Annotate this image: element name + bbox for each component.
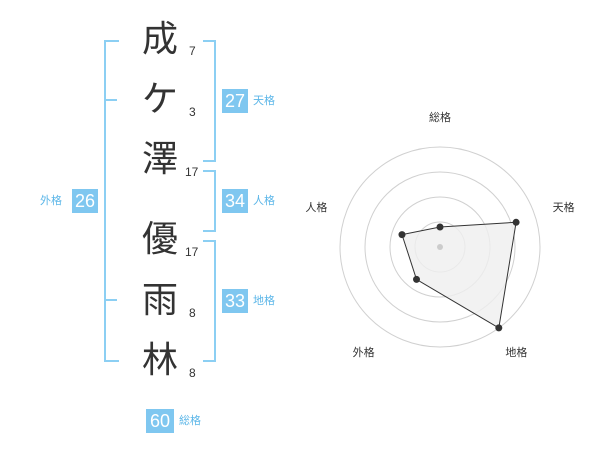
stroke-count-3: 17 bbox=[185, 165, 199, 179]
tenkaku-value: 27 bbox=[222, 89, 248, 113]
gaikaku-bracket bbox=[104, 40, 119, 362]
gaikaku-value: 26 bbox=[72, 189, 98, 213]
radar-center-point bbox=[437, 244, 443, 250]
radar-point-2 bbox=[512, 218, 520, 226]
chikaku-label: 地格 bbox=[253, 294, 275, 307]
jinkaku-label: 人格 bbox=[253, 194, 275, 207]
bracket-tick bbox=[104, 299, 117, 301]
tenkaku-bracket bbox=[203, 40, 216, 162]
stroke-count-1: 7 bbox=[189, 44, 196, 58]
radar-grid-ring bbox=[364, 171, 516, 323]
tenkaku-label: 天格 bbox=[253, 94, 275, 107]
bracket-tick bbox=[104, 99, 117, 101]
stroke-count-2: 3 bbox=[189, 105, 196, 119]
radar-point-3 bbox=[495, 324, 503, 332]
gaikaku-label: 外格 bbox=[40, 194, 62, 207]
radar-point-5 bbox=[398, 231, 406, 239]
stroke-count-6: 8 bbox=[189, 366, 196, 380]
name-char-6: 林 bbox=[141, 340, 178, 381]
radar-point-1 bbox=[436, 223, 444, 231]
name-char-3: 澤 bbox=[141, 139, 178, 180]
name-char-2: ケ bbox=[141, 79, 178, 120]
jinkaku-bracket bbox=[203, 170, 216, 232]
chikaku-bracket bbox=[203, 240, 216, 362]
name-char-5: 雨 bbox=[141, 280, 178, 321]
radar-grid-ring bbox=[339, 146, 541, 348]
jinkaku-value: 34 bbox=[222, 189, 248, 213]
chikaku-value: 33 bbox=[222, 289, 248, 313]
soukaku-label: 総格 bbox=[179, 414, 201, 427]
name-char-4: 優 bbox=[141, 219, 178, 260]
radar-axis-label-4: 外格 bbox=[353, 345, 375, 359]
radar-axis-label-2: 天格 bbox=[553, 200, 575, 214]
name-char-1: 成 bbox=[141, 19, 178, 60]
stroke-count-4: 17 bbox=[185, 245, 199, 259]
radar-axis-label-1: 総格 bbox=[429, 110, 451, 124]
soukaku-value: 60 bbox=[146, 409, 174, 433]
radar-series-area bbox=[401, 221, 517, 329]
radar-axis-label-5: 人格 bbox=[305, 200, 327, 214]
radar-point-4 bbox=[413, 275, 420, 283]
stroke-count-5: 8 bbox=[189, 306, 196, 320]
radar-axis-label-3: 地格 bbox=[505, 345, 527, 359]
